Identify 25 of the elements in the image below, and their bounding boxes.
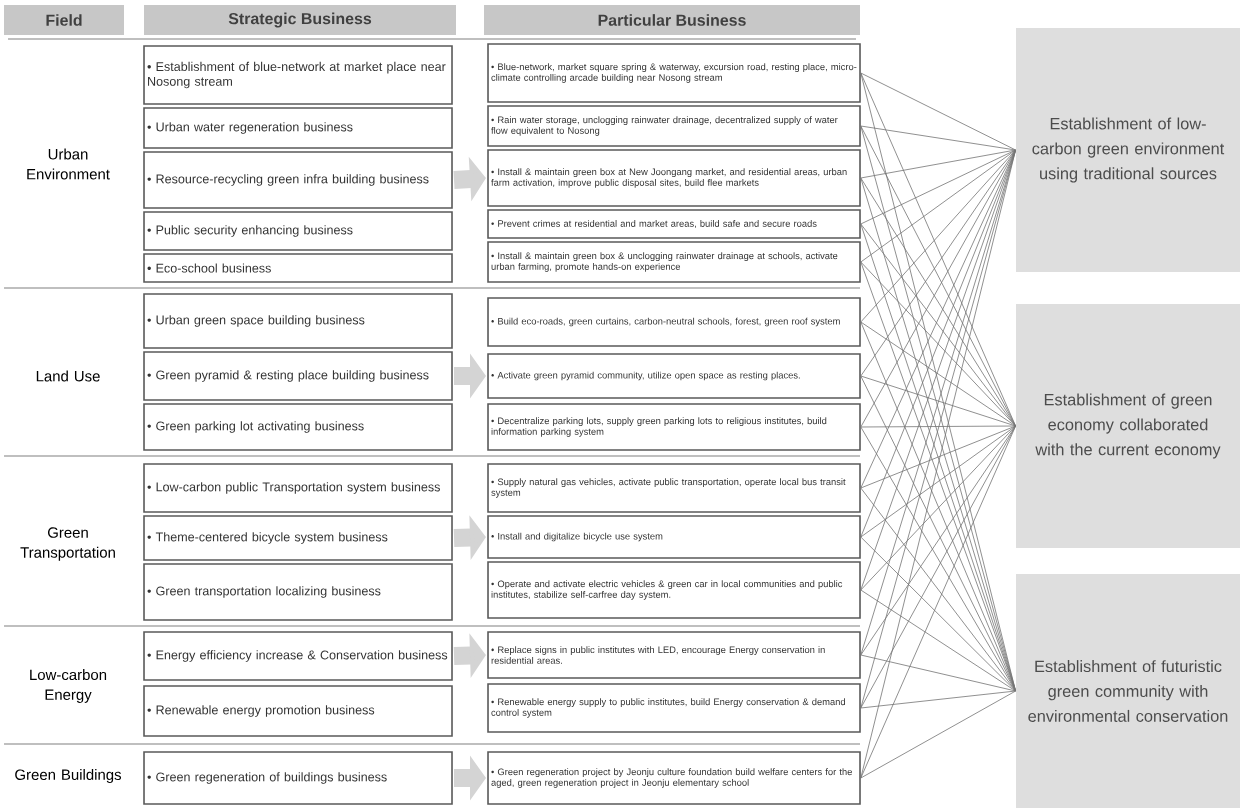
goal-box: Establishment of green economy collaborated with the current economy bbox=[1016, 304, 1240, 548]
connector-line bbox=[860, 261, 1016, 427]
connector-line bbox=[860, 223, 1016, 427]
connector-line bbox=[860, 425, 1016, 538]
connector-line bbox=[860, 425, 1016, 428]
connector-line bbox=[860, 149, 1016, 377]
goal-box: Establishment of low-carbon green environment using traditional sources bbox=[1016, 28, 1240, 272]
connector-line bbox=[860, 321, 1016, 427]
goal-box: Establishment of futuristic green community with environmental conservation bbox=[1016, 574, 1240, 808]
connector-line bbox=[860, 690, 1016, 779]
connector-line bbox=[860, 149, 1016, 323]
connector-line bbox=[860, 149, 1016, 263]
connector-line bbox=[860, 149, 1016, 179]
connector-line bbox=[860, 125, 1016, 151]
connector-line bbox=[860, 589, 1016, 692]
connector-line bbox=[860, 690, 1016, 709]
connector-line bbox=[860, 425, 1016, 489]
connector-line bbox=[860, 425, 1016, 779]
connector-line bbox=[860, 536, 1016, 692]
connector-line bbox=[860, 149, 1016, 225]
connector-line bbox=[860, 487, 1016, 692]
connector-line bbox=[860, 375, 1016, 427]
connector-line bbox=[860, 72, 1016, 151]
connector-line bbox=[860, 654, 1016, 692]
connector-line bbox=[860, 425, 1016, 591]
